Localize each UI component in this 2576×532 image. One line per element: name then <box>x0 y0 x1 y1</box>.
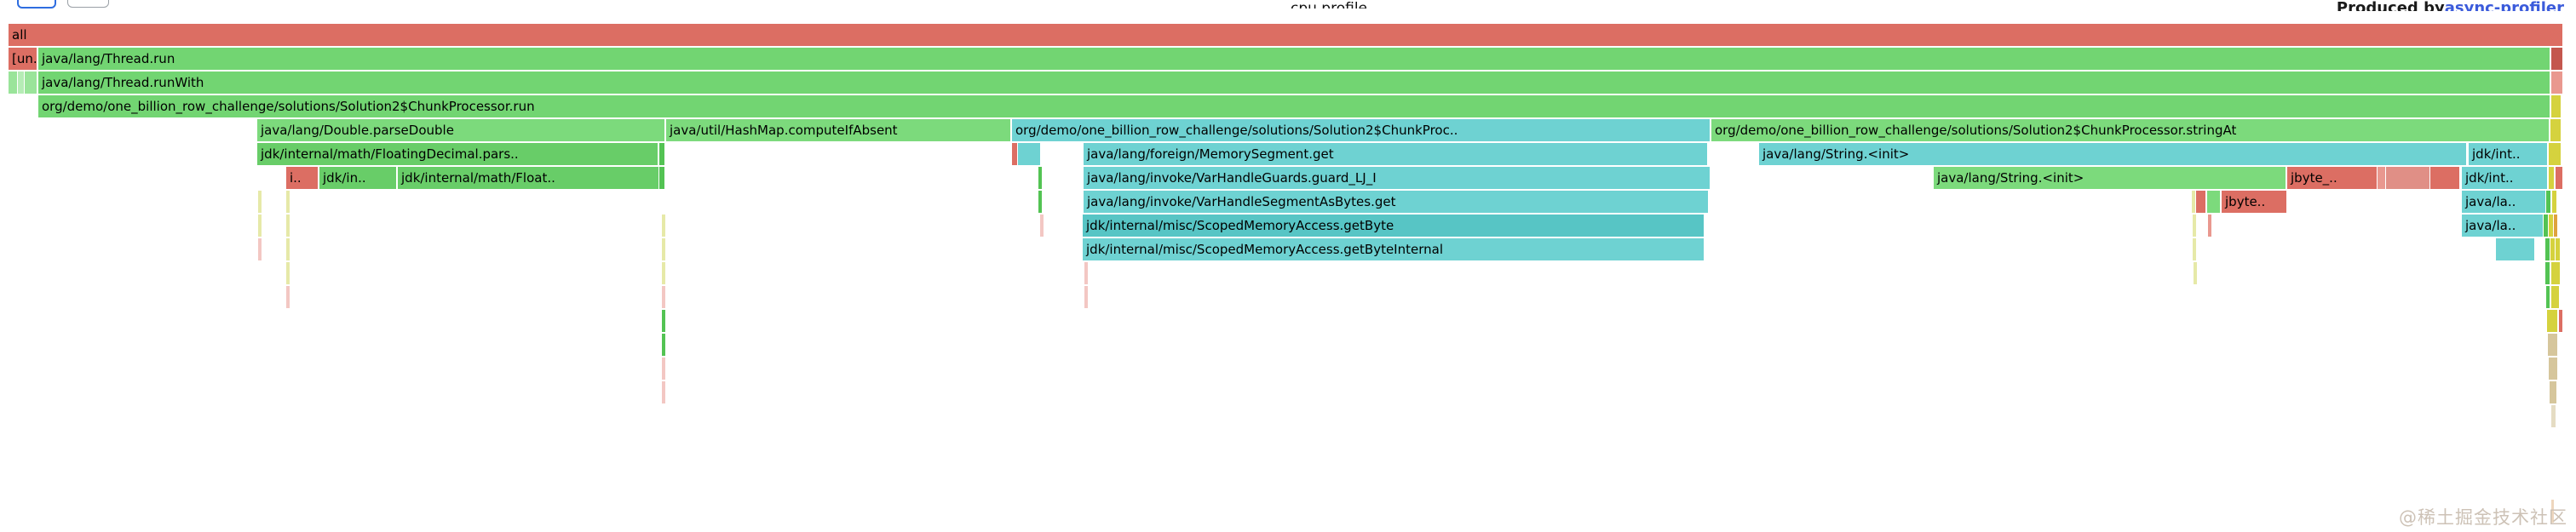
flame-frame[interactable] <box>1038 191 1042 213</box>
flame-frame[interactable]: jdk/internal/misc/ScopedMemoryAccess.get… <box>1083 215 1704 237</box>
flame-frame[interactable] <box>1018 143 1040 165</box>
flame-frame[interactable]: org/demo/one_billion_row_challenge/solut… <box>1711 119 2549 141</box>
flame-frame[interactable] <box>2430 167 2459 189</box>
flame-frame[interactable] <box>286 215 290 237</box>
flame-frame[interactable]: java/lang/Double.parseDouble <box>257 119 664 141</box>
flame-frame[interactable] <box>662 334 665 356</box>
flame-frame[interactable]: java/la.. <box>2462 191 2545 213</box>
produced-by-label: Produced by <box>2336 0 2445 11</box>
flame-frame[interactable]: java/lang/Thread.runWith <box>38 72 2550 94</box>
flame-frame[interactable] <box>2550 119 2561 141</box>
flame-frame[interactable] <box>662 381 665 403</box>
flame-frame[interactable] <box>2550 381 2556 403</box>
flame-frame[interactable]: jbyte.. <box>2222 191 2286 213</box>
flame-frame[interactable]: [un.. <box>9 48 37 70</box>
flame-frame[interactable] <box>258 215 262 237</box>
flame-frame[interactable] <box>286 262 290 284</box>
flame-frame[interactable]: java/lang/String.<init> <box>1759 143 2466 165</box>
flame-frame[interactable] <box>662 262 665 284</box>
flame-frame[interactable] <box>2550 238 2555 260</box>
flame-frame[interactable] <box>1084 262 1088 284</box>
watermark-line <box>2551 500 2554 523</box>
flame-frame[interactable] <box>2551 48 2562 70</box>
header-button-secondary[interactable] <box>67 0 109 8</box>
flame-frame[interactable] <box>2551 262 2560 284</box>
page-title: cpu profile <box>1290 0 1367 9</box>
flame-frame[interactable] <box>2196 191 2205 213</box>
flame-frame[interactable] <box>659 143 664 165</box>
flame-frame[interactable]: jbyte_.. <box>2287 167 2377 189</box>
flame-frame[interactable] <box>2386 167 2429 189</box>
flame-frame[interactable] <box>2556 238 2560 260</box>
flame-frame[interactable]: java/lang/invoke/VarHandleSegmentAsBytes… <box>1084 191 1708 213</box>
flame-frame[interactable] <box>1040 215 1044 237</box>
flame-frame[interactable] <box>2549 167 2554 189</box>
flame-frame[interactable] <box>258 238 262 260</box>
flame-frame[interactable] <box>2193 238 2196 260</box>
flame-frame[interactable] <box>2554 215 2557 237</box>
flame-frame[interactable] <box>2551 95 2561 117</box>
flame-frame[interactable] <box>286 238 290 260</box>
flame-frame[interactable] <box>2546 191 2550 213</box>
flame-frame[interactable] <box>2559 310 2562 332</box>
flame-frame[interactable] <box>286 286 290 308</box>
flame-frame[interactable]: java/lang/foreign/MemorySegment.get <box>1084 143 1707 165</box>
async-profiler-link[interactable]: async-profiler <box>2444 0 2564 11</box>
flame-frame[interactable]: org/demo/one_billion_row_challenge/solut… <box>38 95 2550 117</box>
flame-frame[interactable] <box>2549 143 2561 165</box>
flame-frame[interactable] <box>2549 215 2553 237</box>
flame-frame[interactable] <box>2551 405 2556 427</box>
flame-frame[interactable] <box>2546 286 2550 308</box>
flame-frame[interactable] <box>2551 286 2559 308</box>
flame-frame[interactable]: java/lang/invoke/VarHandleGuards.guard_L… <box>1084 167 1710 189</box>
flame-frame[interactable] <box>2549 358 2557 380</box>
flame-frame[interactable] <box>662 286 665 308</box>
flame-frame[interactable] <box>1084 286 1088 308</box>
flame-frame[interactable] <box>2545 238 2550 260</box>
flame-frame[interactable] <box>2547 310 2557 332</box>
produced-by: Produced by async-profiler <box>2337 0 2564 11</box>
flame-frame[interactable] <box>258 191 262 213</box>
flame-frame[interactable]: all <box>9 24 2562 46</box>
flame-frame[interactable] <box>18 72 24 94</box>
flame-frame[interactable] <box>662 358 665 380</box>
flame-frame[interactable]: java/lang/Thread.run <box>38 48 2550 70</box>
flame-frame[interactable] <box>2556 167 2562 189</box>
flame-frame[interactable] <box>659 167 664 189</box>
flame-frame[interactable]: jdk/internal/math/FloatingDecimal.pars.. <box>257 143 658 165</box>
flame-frame[interactable] <box>2378 167 2385 189</box>
flame-frame[interactable] <box>1038 167 1042 189</box>
flame-frame[interactable]: jdk/int.. <box>2469 143 2547 165</box>
flame-frame[interactable]: org/demo/one_billion_row_challenge/solut… <box>1012 119 1710 141</box>
flame-frame[interactable]: jdk/internal/misc/ScopedMemoryAccess.get… <box>1083 238 1704 260</box>
flame-frame[interactable] <box>2194 262 2197 284</box>
flame-frame[interactable] <box>2544 215 2548 237</box>
flame-frame[interactable] <box>286 191 290 213</box>
flame-frame[interactable] <box>2552 191 2556 213</box>
flame-frame[interactable]: java/lang/String.<init> <box>1934 167 2286 189</box>
flame-frame[interactable] <box>2551 72 2562 94</box>
flame-frame[interactable]: java/la.. <box>2462 215 2543 237</box>
flame-frame[interactable]: java/util/HashMap.computeIfAbsent <box>666 119 1010 141</box>
flame-frame[interactable] <box>662 310 665 332</box>
flame-frame[interactable] <box>662 215 665 237</box>
flame-frame[interactable] <box>2545 262 2550 284</box>
header-button-primary[interactable] <box>17 0 56 9</box>
flame-frame[interactable] <box>2496 238 2534 260</box>
flame-frame[interactable]: jdk/internal/math/Float.. <box>398 167 658 189</box>
flame-frame[interactable] <box>662 238 665 260</box>
flame-frame[interactable] <box>25 72 37 94</box>
flame-frame[interactable] <box>2192 191 2195 213</box>
watermark: @稀土掘金技术社区 <box>2399 507 2567 528</box>
flame-frame[interactable] <box>9 72 17 94</box>
flame-frame[interactable]: i.. <box>286 167 318 189</box>
flame-frame[interactable] <box>2207 191 2220 213</box>
flame-frame[interactable] <box>2548 334 2557 356</box>
flame-frame[interactable] <box>2193 215 2196 237</box>
flame-frame[interactable]: jdk/int.. <box>2462 167 2547 189</box>
flame-frame[interactable]: jdk/in.. <box>319 167 396 189</box>
flame-frame[interactable] <box>1012 143 1017 165</box>
flame-frame[interactable] <box>2208 215 2211 237</box>
